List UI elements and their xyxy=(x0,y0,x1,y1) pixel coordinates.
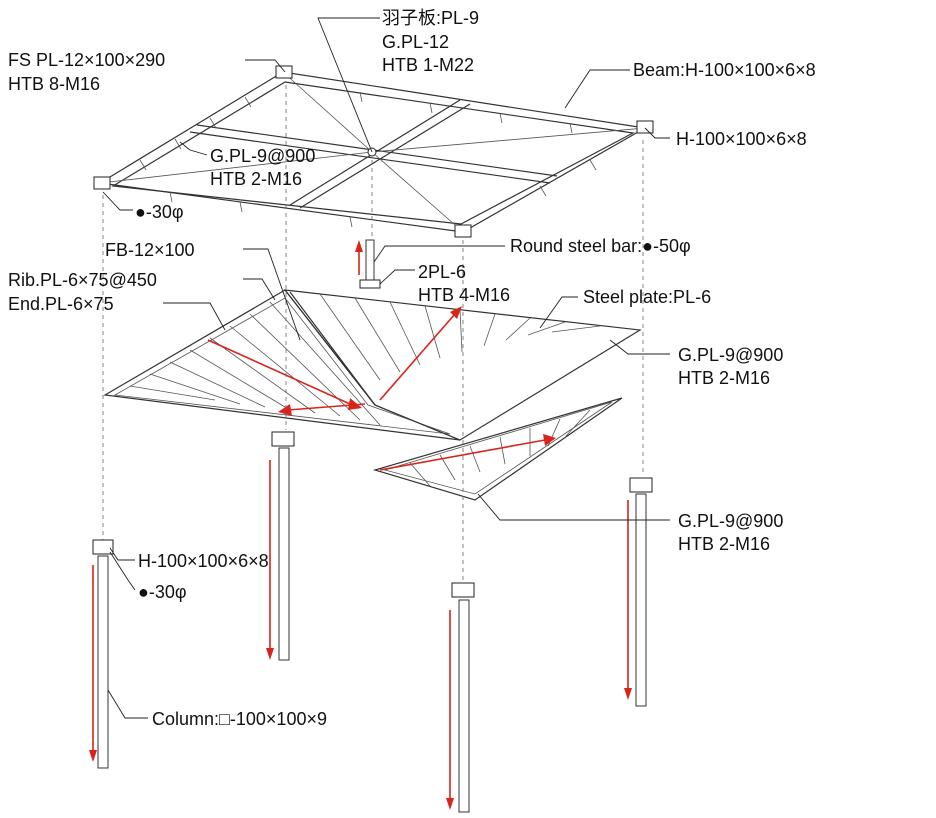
roof-panel-right xyxy=(283,289,642,441)
leader-rib xyxy=(243,278,276,301)
label-roundbar: Round steel bar:●-50φ xyxy=(510,236,691,256)
panel-arrows xyxy=(207,306,556,471)
column-3-cap xyxy=(629,477,653,493)
label-gpl9-top: G.PL-9@900 xyxy=(210,146,315,166)
leader-gpl9-top xyxy=(179,141,208,156)
round-bar-body xyxy=(365,239,375,283)
label-fb: FB-12×100 xyxy=(105,240,195,260)
label-column: Column:□-100×100×9 xyxy=(152,709,327,729)
leader-gpl9-right xyxy=(609,339,670,355)
label-htb2-top: HTB 2-M16 xyxy=(210,169,302,189)
panel-arrow-4 xyxy=(379,439,546,471)
column-2-arrowhead xyxy=(266,648,274,660)
alignment-lines xyxy=(102,85,644,580)
leader-roundbar xyxy=(373,245,505,263)
label-gpl12: G.PL-12 xyxy=(382,32,449,52)
panel-arrowhead-4 xyxy=(543,434,556,446)
roof-frame xyxy=(93,65,654,238)
leader-end xyxy=(163,302,226,331)
tie-rod-4 xyxy=(371,151,464,233)
panel-arrow-3 xyxy=(379,313,456,401)
leader-dot30-top xyxy=(102,191,133,211)
leader-dot30-low xyxy=(109,551,136,591)
label-steelplate: Steel plate:PL-6 xyxy=(583,287,711,307)
label-rib: Rib.PL-6×75@450 xyxy=(8,270,157,290)
column-1-cap xyxy=(92,539,114,555)
column-2-shaft xyxy=(278,447,290,661)
label-gpl9-low: G.PL-9@900 xyxy=(678,511,783,531)
leader-hcol xyxy=(109,547,135,561)
label-hcol: H-100×100×6×8 xyxy=(138,551,269,571)
label-hbeam: H-100×100×6×8 xyxy=(676,129,807,149)
label-hagoita: 羽子板:PL-9 xyxy=(382,8,479,28)
leader-steelplate xyxy=(539,296,578,329)
panel-small-inner xyxy=(383,401,613,495)
label-htb2-right: HTB 2-M16 xyxy=(678,368,770,388)
leader-beam xyxy=(564,69,630,109)
tie-rod-1 xyxy=(99,151,373,184)
label-end: End.PL-6×75 xyxy=(8,294,114,314)
roof-panel-small xyxy=(372,397,623,501)
cross-beam-b xyxy=(299,103,471,209)
labels: 羽子板:PL-9 G.PL-12 HTB 1-M22 FS PL-12×100×… xyxy=(8,8,816,729)
label-gpl9-right: G.PL-9@900 xyxy=(678,345,783,365)
round-steel-bar xyxy=(355,239,381,289)
mid-beam-a xyxy=(189,131,551,184)
label-dot30-top: ●-30φ xyxy=(135,202,184,222)
columns xyxy=(89,431,653,813)
panel-right-outline xyxy=(283,289,642,441)
column-4-arrowhead xyxy=(446,798,454,810)
leader-fs xyxy=(245,59,286,73)
label-fs: FS PL-12×100×290 xyxy=(8,50,165,70)
column-3-shaft xyxy=(635,493,647,707)
panel-arrow-2 xyxy=(287,403,366,411)
corner-node-front xyxy=(454,224,472,238)
leader-hbeam xyxy=(644,127,670,139)
label-htb4: HTB 4-M16 xyxy=(418,285,510,305)
corner-node-back xyxy=(275,65,293,79)
panel-left-inner xyxy=(113,297,451,435)
column-4-shaft xyxy=(458,599,470,813)
beam-clips xyxy=(139,91,597,228)
column-2-cap xyxy=(271,431,295,447)
panel-arrow-1 xyxy=(207,339,351,405)
leader-column xyxy=(107,689,148,719)
label-htb1: HTB 1-M22 xyxy=(382,55,474,75)
label-htb8: HTB 8-M16 xyxy=(8,74,100,94)
leader-2pl xyxy=(379,269,415,285)
panel-arrowhead-3 xyxy=(450,306,462,319)
column-1-arrowhead xyxy=(89,750,97,762)
column-1-shaft xyxy=(97,555,109,769)
panel-arrowhead-2 xyxy=(278,404,292,416)
leader-hagoita xyxy=(317,17,380,153)
label-dot30-low: ●-30φ xyxy=(138,582,187,602)
label-beam: Beam:H-100×100×6×8 xyxy=(633,60,816,80)
fb-ridge xyxy=(289,291,376,406)
panel-right-ribs xyxy=(319,293,601,381)
tie-rod-2 xyxy=(282,71,373,153)
leader-lines xyxy=(102,17,670,719)
corner-node-left xyxy=(93,176,111,190)
label-htb2-low: HTB 2-M16 xyxy=(678,534,770,554)
label-2pl: 2PL-6 xyxy=(418,262,466,282)
round-bar-base-plate xyxy=(359,279,381,289)
column-4-cap xyxy=(451,582,475,598)
frame-outline-inner xyxy=(111,81,635,225)
corner-node-right xyxy=(636,120,654,134)
mid-beam-b xyxy=(196,124,558,177)
panel-left-ribs xyxy=(129,301,381,426)
leader-fb xyxy=(243,248,301,341)
panel-small-outline xyxy=(372,397,623,501)
column-3-arrowhead xyxy=(624,688,632,700)
leader-gpl9-low xyxy=(477,493,670,521)
tie-rod-3 xyxy=(371,127,646,153)
round-bar-arrowhead xyxy=(355,240,363,252)
